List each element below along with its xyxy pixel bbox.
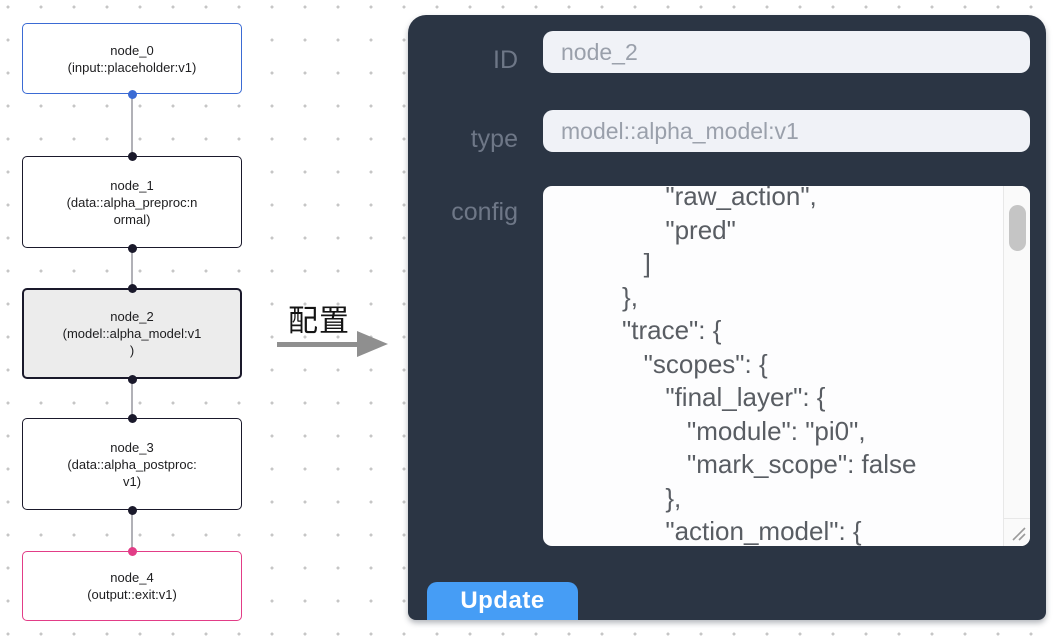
config-textarea[interactable]: "raw_action", "pred" ] }, "trace": { "sc… bbox=[543, 186, 1030, 546]
scrollbar-track[interactable] bbox=[1003, 186, 1030, 518]
id-input[interactable] bbox=[543, 31, 1030, 73]
node-handle[interactable] bbox=[127, 89, 137, 99]
config-json-text: "raw_action", "pred" ] }, "trace": { "sc… bbox=[622, 186, 917, 546]
type-field-label: type bbox=[470, 125, 518, 153]
edge[interactable] bbox=[131, 94, 133, 156]
node-handle[interactable] bbox=[127, 151, 137, 161]
node-handle[interactable] bbox=[127, 283, 137, 293]
node-handle[interactable] bbox=[127, 505, 137, 515]
node-handle[interactable] bbox=[127, 413, 137, 423]
node-handle[interactable] bbox=[127, 374, 137, 384]
configure-annotation-label: 配置 bbox=[288, 305, 350, 338]
edge[interactable] bbox=[131, 379, 133, 418]
right-arrow-icon bbox=[277, 331, 389, 358]
update-button[interactable]: Update bbox=[427, 582, 578, 620]
edge[interactable] bbox=[131, 510, 133, 551]
scrollbar-thumb[interactable] bbox=[1008, 205, 1026, 251]
resize-grip-icon[interactable] bbox=[1003, 518, 1030, 546]
node-handle[interactable] bbox=[127, 546, 137, 556]
node-node_2-selected[interactable]: node_2 (model::alpha_model:v1 ) bbox=[22, 288, 242, 379]
type-input[interactable] bbox=[543, 110, 1030, 152]
edge[interactable] bbox=[131, 248, 133, 288]
id-field-label: ID bbox=[493, 46, 518, 74]
node-config-panel: ID type config "raw_action", "pred" ] },… bbox=[408, 15, 1046, 620]
node-node_4[interactable]: node_4 (output::exit:v1) bbox=[22, 551, 242, 621]
node-node_3[interactable]: node_3 (data::alpha_postproc: v1) bbox=[22, 418, 242, 510]
node-node_1[interactable]: node_1 (data::alpha_preproc:n ormal) bbox=[22, 156, 242, 248]
node-node_0[interactable]: node_0 (input::placeholder:v1) bbox=[22, 23, 242, 94]
config-field-label: config bbox=[451, 198, 518, 226]
node-handle[interactable] bbox=[127, 243, 137, 253]
